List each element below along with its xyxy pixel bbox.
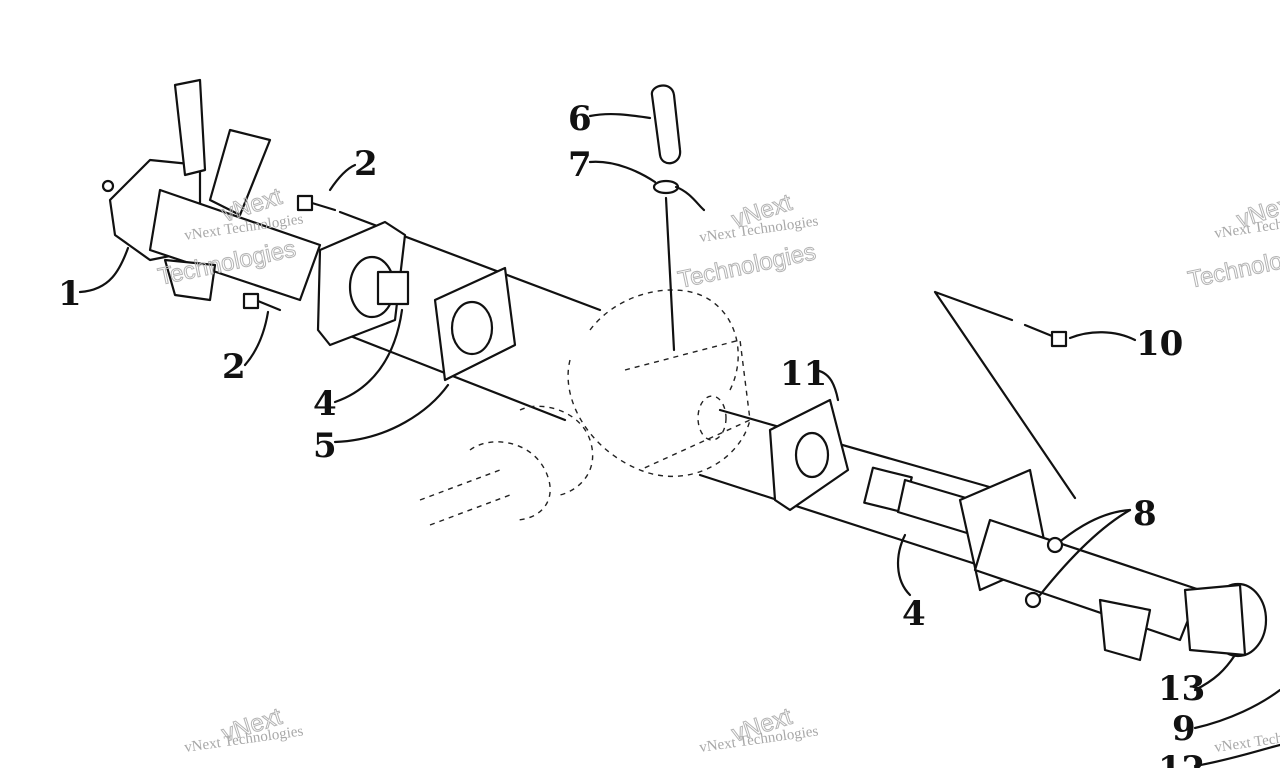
right-tube-assembly [933,290,1268,662]
callout-5: 5 [313,426,337,466]
lever-bolt-head [101,179,115,193]
callout-7: 7 [568,145,592,185]
housing-side [624,339,751,471]
housing-bell [519,405,594,496]
transmission-housing-dashed [419,289,751,526]
leader-10 [1068,331,1137,342]
callout-2-lower: 2 [222,347,246,387]
bolt-right-shank [1023,323,1054,338]
callout-4-right: 4 [902,594,926,634]
bolt-lower-shank [256,299,282,312]
callout-12: 12 [1158,749,1205,768]
watermark-text-6: vNext Technologies [1213,723,1280,756]
housing-body [567,359,751,478]
bolt-lower-head [242,292,260,310]
callout-11: 11 [780,354,827,394]
callout-9: 9 [1172,709,1196,749]
gasket-hole-left [450,300,494,356]
leader-6 [588,112,652,120]
breather-hose [664,196,676,352]
right-tube [973,518,1202,642]
boot-body [650,84,682,165]
bolt-right-head [1050,330,1068,348]
leader-12 [1193,743,1280,768]
lever-tube [148,188,322,302]
leader-5 [333,383,450,444]
leader-8-lower [1038,508,1132,597]
nut-lower [1024,591,1042,609]
lever-fork-left [173,78,207,177]
leader-7 [588,160,657,184]
bolt-lower [242,292,282,312]
leader-13 [1193,653,1237,692]
nuts [1024,536,1064,609]
tube-sleeve [1183,583,1247,657]
callout-8: 8 [1133,494,1157,534]
gasket-right [768,398,850,512]
nut-upper [1046,536,1064,554]
callout-numbers: 1 2 2 4 5 6 7 10 11 8 4 13 9 12 [58,99,1205,768]
callout-4-left: 4 [313,384,337,424]
assembly-guide-lines [933,290,1077,500]
callout-6: 6 [568,99,592,139]
spline-stub-left [376,270,410,306]
leader-1 [78,246,130,294]
gasket-left [433,266,517,382]
housing-port [697,395,727,441]
bolt-upper-shank [310,201,337,212]
axis-line-right-upper [718,408,1002,492]
leader-8-upper [1060,508,1132,542]
leader-4-left [333,308,404,404]
clip-tail [674,185,706,212]
lever-fork-right [208,128,272,217]
right-bracket [1098,598,1152,662]
callout-10: 10 [1136,324,1183,364]
callout-13: 13 [1158,669,1205,709]
lever-bracket [163,258,217,302]
watermark-outline-6: Technologies [1186,238,1280,294]
watermark-outline-4: Technologies [676,238,819,294]
leader-11 [813,368,840,402]
flange-bearing-left [316,220,410,347]
callout-1: 1 [58,274,82,314]
bolt-right [1023,323,1068,348]
leader-2-upper [328,163,357,192]
leader-2-lower [243,310,270,367]
breather-boot [650,84,706,352]
leader-4-right [896,533,912,597]
housing-flange [469,441,551,521]
housing-top [589,289,739,391]
housing-output-shaft [419,469,511,526]
leader-lines [78,112,1280,768]
callout-2-upper: 2 [354,144,378,184]
leader-9 [1193,688,1280,730]
bolt-upper [296,194,337,212]
bolt-upper-head [296,194,314,212]
gasket-hole-right [794,431,830,479]
shift-lever-assembly [101,78,322,302]
clip-ring [652,179,680,195]
